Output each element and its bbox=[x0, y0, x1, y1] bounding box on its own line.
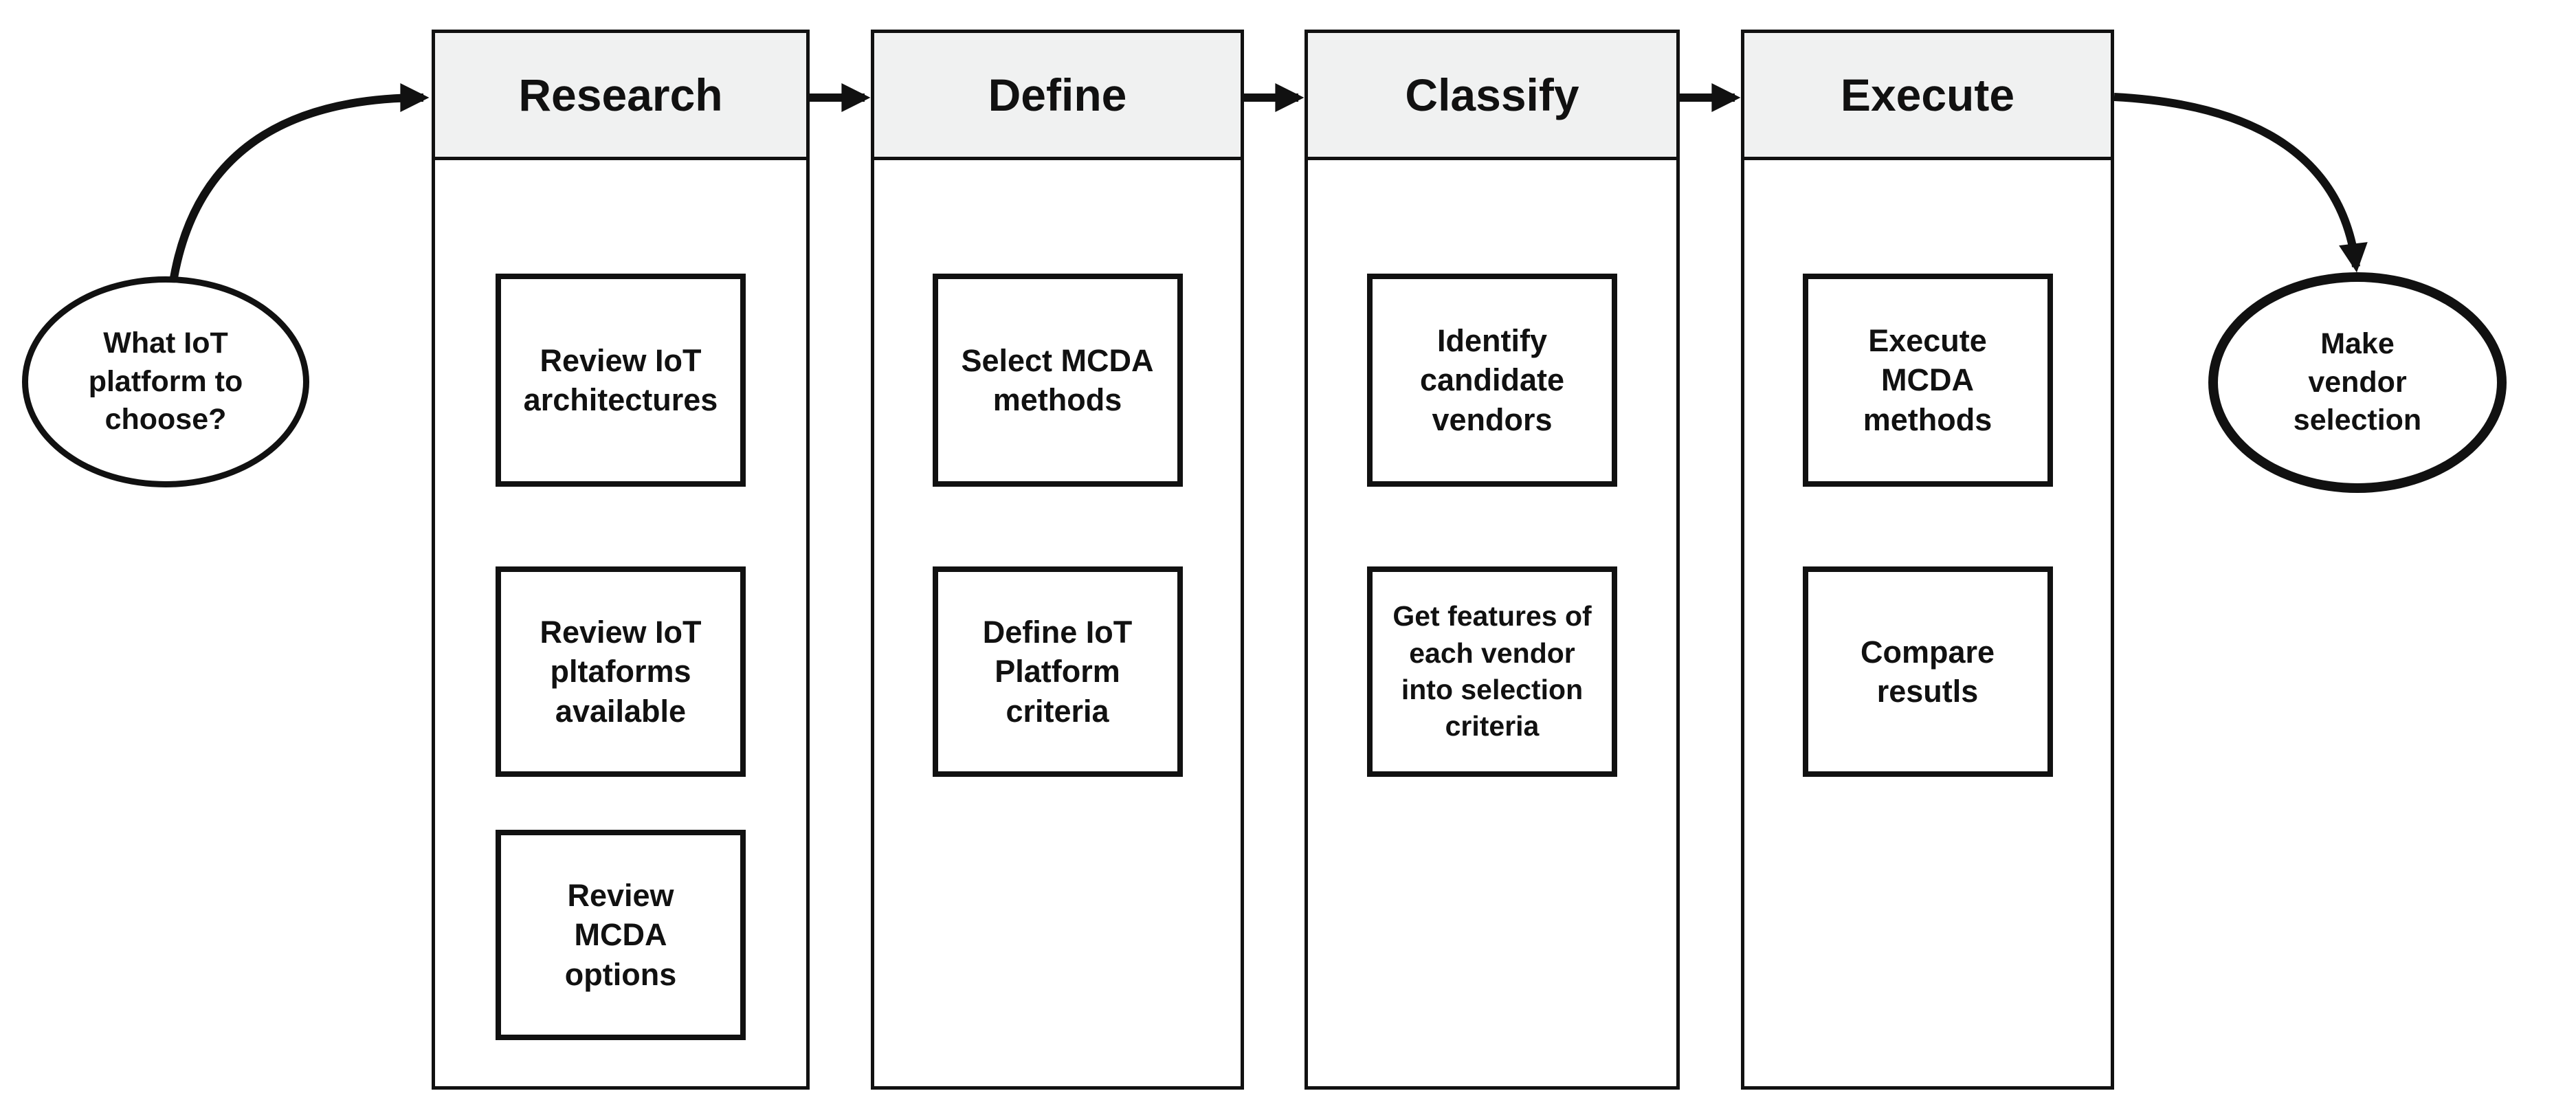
phase-column-research: Research Review IoT architectures Review… bbox=[432, 30, 810, 1090]
phase-column-execute: Execute Execute MCDA methods Compare res… bbox=[1741, 30, 2114, 1090]
phase-header-research: Research bbox=[432, 30, 810, 160]
arrow-execute-to-end bbox=[2113, 93, 2368, 273]
task-box-label: Compare resutls bbox=[1860, 634, 1995, 709]
task-box-label: Review IoT architectures bbox=[523, 342, 718, 417]
task-box-compare-results: Compare resutls bbox=[1802, 566, 2053, 777]
phase-header-label: Classify bbox=[1405, 69, 1579, 120]
phase-header-label: Research bbox=[518, 69, 723, 120]
end-node-label: Make vendor selection bbox=[2293, 327, 2422, 437]
phase-header-label: Define bbox=[988, 69, 1127, 120]
task-box-select-mcda-methods: Select MCDA methods bbox=[932, 274, 1183, 487]
phase-header-execute: Execute bbox=[1741, 30, 2114, 160]
task-box-label: Define IoT Platform criteria bbox=[982, 615, 1133, 729]
phase-header-label: Execute bbox=[1840, 69, 2015, 120]
task-box-review-iot-platforms: Review IoT pltaforms available bbox=[496, 566, 746, 777]
task-box-label: Identify candidate vendors bbox=[1419, 323, 1565, 437]
phase-column-define: Define Select MCDA methods Define IoT Pl… bbox=[871, 30, 1244, 1090]
start-node-label: What IoT platform to choose? bbox=[88, 326, 243, 437]
task-box-define-platform-criteria: Define IoT Platform criteria bbox=[932, 566, 1183, 777]
task-box-label: Review IoT pltaforms available bbox=[540, 615, 702, 729]
task-box-execute-mcda-methods: Execute MCDA methods bbox=[1802, 274, 2053, 487]
task-box-identify-candidate-vendors: Identify candidate vendors bbox=[1367, 274, 1617, 487]
phase-header-classify: Classify bbox=[1304, 30, 1680, 160]
start-node-ellipse: What IoT platform to choose? bbox=[22, 276, 309, 487]
end-node-ellipse: Make vendor selection bbox=[2208, 272, 2507, 493]
task-box-label: Get features of each vendor into selecti… bbox=[1392, 600, 1592, 742]
task-box-review-mcda-options: Review MCDA options bbox=[496, 830, 746, 1040]
arrow-start-to-research bbox=[170, 83, 430, 279]
task-box-label: Execute MCDA methods bbox=[1863, 323, 1992, 437]
task-box-label: Review MCDA options bbox=[564, 878, 677, 992]
phase-header-define: Define bbox=[871, 30, 1244, 160]
task-box-review-iot-architectures: Review IoT architectures bbox=[496, 274, 746, 487]
phase-column-classify: Classify Identify candidate vendors Get … bbox=[1304, 30, 1680, 1090]
task-box-get-vendor-features: Get features of each vendor into selecti… bbox=[1367, 566, 1617, 777]
task-box-label: Select MCDA methods bbox=[961, 342, 1154, 417]
